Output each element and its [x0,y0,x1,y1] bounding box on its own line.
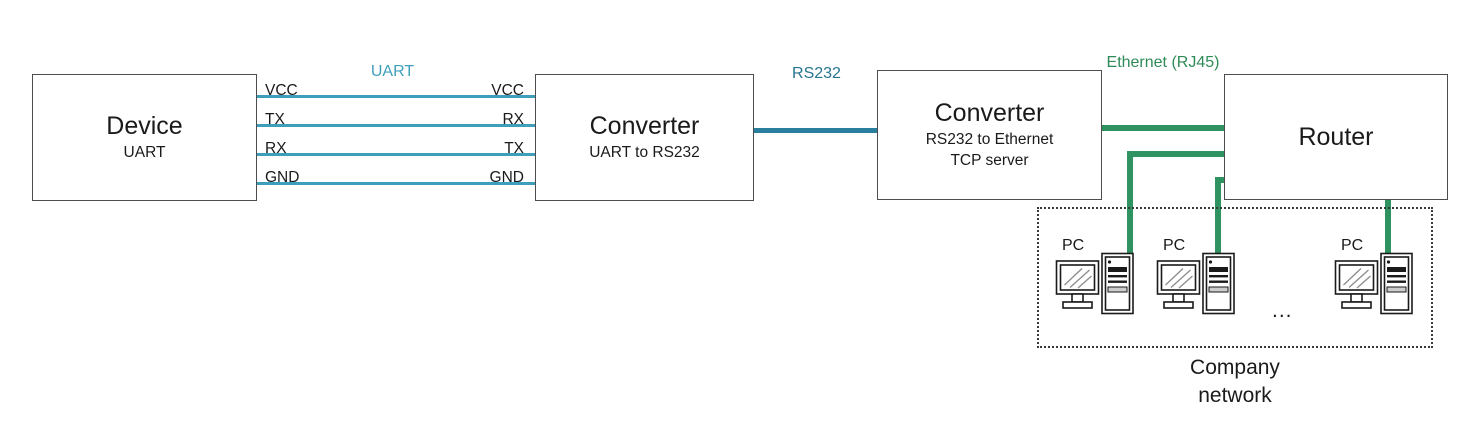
node-converter-uart-rs232-title: Converter [589,111,700,140]
node-device-subtitle: UART [123,143,166,161]
node-converter-rs232-ethernet-subtitle: RS232 to Ethernet TCP server [926,130,1054,172]
pc-icon-3 [1334,252,1414,320]
ethernet-cable-router-to-pc3-vertical [1385,199,1391,262]
ethernet-cable-router-to-pc1-vertical [1127,151,1133,262]
ethernet-cable-converter-to-router [1102,125,1226,131]
node-router[interactable]: Router [1224,74,1448,200]
node-converter-rs232-ethernet-subtitle-line2: TCP server [950,151,1029,169]
uart-pin-left-tx: TX [265,111,285,128]
ethernet-caption-line2: (RJ45) [1171,54,1220,71]
uart-pin-right-tx: TX [504,140,524,157]
rs232-link-caption: RS232 [792,65,841,82]
pc-label-3: PC [1341,237,1364,254]
uart-pin-left-gnd: GND [265,169,300,186]
ethernet-caption-line1: Ethernet [1106,54,1167,71]
uart-pin-right-vcc: VCC [491,82,524,99]
pc-label-1: PC [1062,237,1085,254]
pc-icon-1 [1055,252,1135,320]
node-converter-rs232-ethernet[interactable]: Converter RS232 to Ethernet TCP server [877,70,1102,200]
ethernet-link-caption: Ethernet (RJ45) [1104,53,1222,73]
pc-icon-2-graphic [1156,252,1235,315]
ethernet-cable-router-to-pc1-horizontal [1127,151,1226,157]
uart-wire-rx-tx [257,153,536,156]
uart-pin-right-rx: RX [502,111,524,128]
node-converter-rs232-ethernet-title: Converter [934,98,1045,127]
node-device-title: Device [106,111,183,140]
company-network-line2: network [1198,383,1272,407]
company-network-line1: Company [1190,356,1280,379]
uart-pin-right-gnd: GND [489,169,524,186]
uart-wire-gnd [257,182,536,185]
node-device[interactable]: Device UART [32,74,257,201]
uart-wire-tx-rx [257,124,536,127]
uart-pin-left-rx: RX [265,140,287,157]
pc-icon-1-graphic [1055,252,1134,315]
pc-icon-3-graphic [1334,252,1413,315]
uart-wire-vcc [257,95,536,98]
node-converter-rs232-ethernet-subtitle-line1: RS232 to Ethernet [925,130,1054,148]
node-router-title: Router [1298,123,1374,151]
company-network-caption: Company network [1135,354,1335,410]
ethernet-cable-router-to-pc2-vertical [1215,177,1221,262]
uart-link-caption: UART [370,63,415,80]
uart-pin-left-vcc: VCC [265,82,298,99]
rs232-wire [754,128,878,133]
node-converter-uart-rs232[interactable]: Converter UART to RS232 [535,74,754,201]
company-network-zone [1037,207,1433,348]
pc-label-2: PC [1163,237,1186,254]
pc-icon-2 [1156,252,1236,320]
pc-ellipsis: ... [1272,299,1293,322]
node-converter-uart-rs232-subtitle: UART to RS232 [589,143,700,161]
